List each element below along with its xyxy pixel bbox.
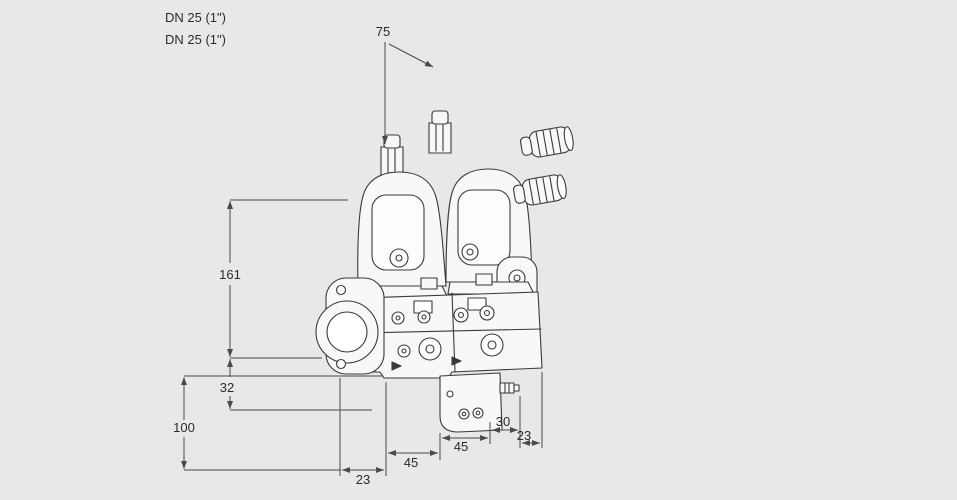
dimension-lines [181, 42, 543, 476]
left-solenoid-coil [357, 134, 447, 287]
dim-label-161: 161 [219, 267, 241, 282]
dim-label-75: 75 [376, 24, 390, 39]
test-nipple [499, 382, 515, 394]
sealing-plug-upper [519, 126, 574, 158]
dim-label-30: 30 [496, 414, 510, 429]
flow-arrow-icon [391, 361, 402, 371]
left-connector-cap [383, 134, 401, 149]
dim-label-45-a: 45 [404, 455, 418, 470]
right-solenoid-coil [428, 110, 533, 283]
sealing-plug-lower [512, 174, 567, 206]
valve-assembly-drawing [315, 110, 574, 433]
dim-label-45-b: 45 [454, 439, 468, 454]
right-connector-cap [431, 110, 449, 125]
inlet-flange [315, 277, 385, 375]
dim-label-23-right: 23 [517, 428, 531, 443]
connection-label-2: DN 25 (1") [165, 32, 226, 47]
dim-label-23-left: 23 [356, 472, 370, 487]
dim-label-32: 32 [220, 380, 234, 395]
valve-body [361, 291, 543, 379]
dim-label-100: 100 [173, 420, 195, 435]
connection-label-1: DN 25 (1") [165, 10, 226, 25]
labels: DN 25 (1") DN 25 (1") 75 161 32 100 23 4… [165, 10, 531, 487]
regulator-block [439, 372, 520, 433]
flow-arrow-icon [451, 356, 462, 366]
